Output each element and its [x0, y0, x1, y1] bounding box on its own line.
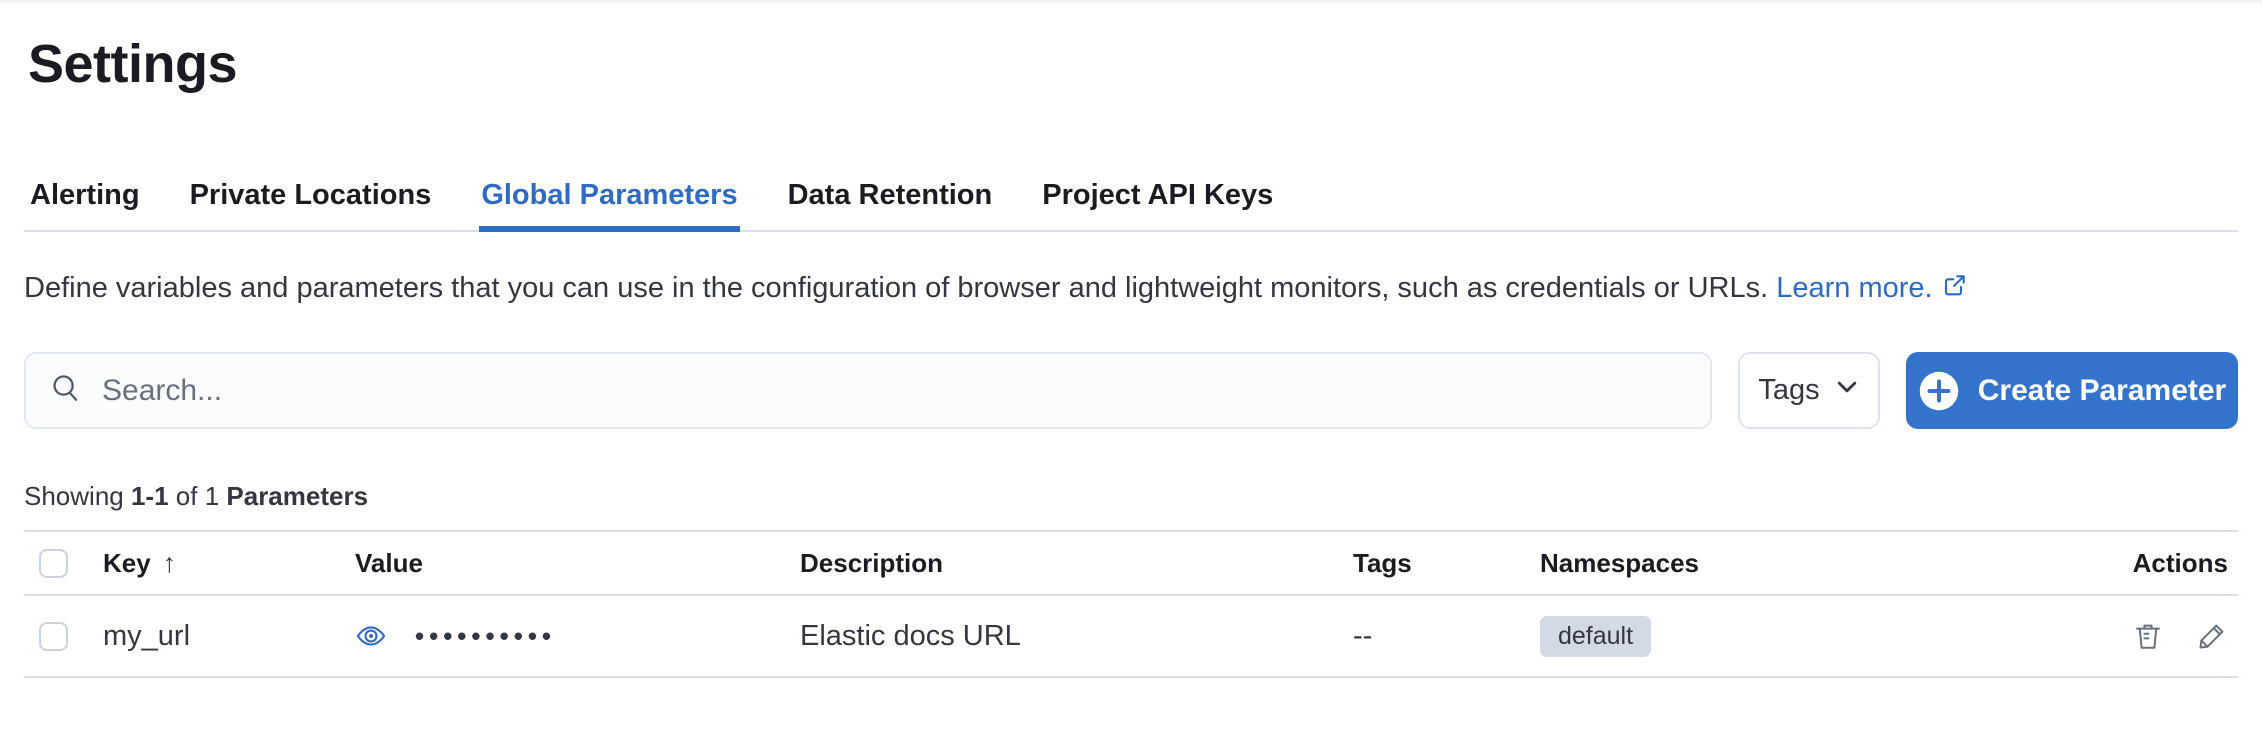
search-input[interactable] — [102, 373, 1686, 408]
sort-ascending-icon: ↑ — [162, 547, 177, 578]
summary-entity: Parameters — [226, 481, 369, 511]
window-top-edge — [0, 0, 2262, 3]
select-all-checkbox[interactable] — [39, 548, 68, 578]
external-link-icon — [1943, 264, 1967, 312]
namespace-badge: default — [1540, 615, 1652, 657]
tab-alerting[interactable]: Alerting — [30, 179, 140, 211]
page-description: Define variables and parameters that you… — [24, 264, 2184, 312]
tags-button-label: Tags — [1758, 374, 1820, 406]
row-tags-cell: -- — [1339, 620, 1526, 653]
column-key-label: Key — [103, 547, 151, 578]
learn-more-link[interactable]: Learn more. — [1776, 272, 1966, 304]
row-description-cell: Elastic docs URL — [785, 620, 1339, 653]
masked-value: •••••••••• — [415, 620, 557, 651]
tab-global-parameters[interactable]: Global Parameters — [479, 179, 740, 232]
tab-private-locations[interactable]: Private Locations — [189, 179, 432, 211]
column-header-namespaces: Namespaces — [1526, 548, 2048, 579]
row-checkbox[interactable] — [39, 621, 68, 651]
eye-icon[interactable] — [355, 620, 387, 652]
parameter-description: Elastic docs URL — [800, 619, 1021, 652]
table-header-row: Key ↑ Value Description Tags Namespaces … — [24, 530, 2238, 596]
column-actions-label: Actions — [2132, 547, 2228, 578]
column-namespaces-label: Namespaces — [1540, 547, 1699, 578]
select-all-cell — [24, 548, 88, 578]
toolbar: Tags Create Parameter — [24, 352, 2238, 429]
row-key-cell: my_url — [88, 620, 340, 653]
column-tags-label: Tags — [1353, 547, 1412, 578]
column-header-description: Description — [785, 548, 1339, 579]
parameter-key: my_url — [103, 619, 191, 652]
search-box[interactable] — [24, 352, 1712, 429]
column-header-key[interactable]: Key ↑ — [88, 548, 340, 579]
parameter-tags: -- — [1353, 619, 1373, 652]
results-summary: Showing 1-1 of 1 Parameters — [24, 481, 2238, 512]
parameters-table: Key ↑ Value Description Tags Namespaces … — [24, 530, 2238, 678]
edit-icon[interactable] — [2196, 620, 2228, 652]
tags-filter-button[interactable]: Tags — [1738, 352, 1880, 429]
summary-showing: Showing — [24, 481, 124, 511]
settings-tabs: Alerting Private Locations Global Parame… — [24, 179, 2238, 232]
row-select-cell — [24, 621, 88, 651]
column-value-label: Value — [355, 547, 423, 578]
row-value-cell: •••••••••• — [340, 620, 785, 652]
summary-of: of 1 — [175, 481, 220, 511]
tab-data-retention[interactable]: Data Retention — [787, 179, 993, 211]
column-header-value: Value — [340, 548, 785, 579]
description-text: Define variables and parameters that you… — [24, 272, 1769, 304]
learn-more-label: Learn more. — [1776, 272, 1933, 304]
row-actions-cell — [2048, 620, 2238, 652]
row-namespaces-cell: default — [1526, 615, 2048, 657]
settings-page: Settings Alerting Private Locations Glob… — [0, 33, 2262, 678]
column-description-label: Description — [800, 547, 944, 578]
summary-range: 1-1 — [130, 481, 169, 511]
plus-circle-icon — [1918, 370, 1960, 412]
column-header-tags: Tags — [1339, 548, 1526, 579]
create-parameter-label: Create Parameter — [1977, 373, 2227, 407]
page-title: Settings — [28, 34, 238, 94]
table-row: my_url •••••••••• Elastic docs URL -- — [24, 596, 2238, 678]
create-parameter-button[interactable]: Create Parameter — [1906, 352, 2238, 429]
column-header-actions: Actions — [2048, 548, 2238, 579]
search-icon — [50, 372, 82, 409]
chevron-down-icon — [1834, 374, 1860, 408]
tab-project-api-keys[interactable]: Project API Keys — [1042, 179, 1274, 211]
delete-icon[interactable] — [2132, 620, 2164, 652]
